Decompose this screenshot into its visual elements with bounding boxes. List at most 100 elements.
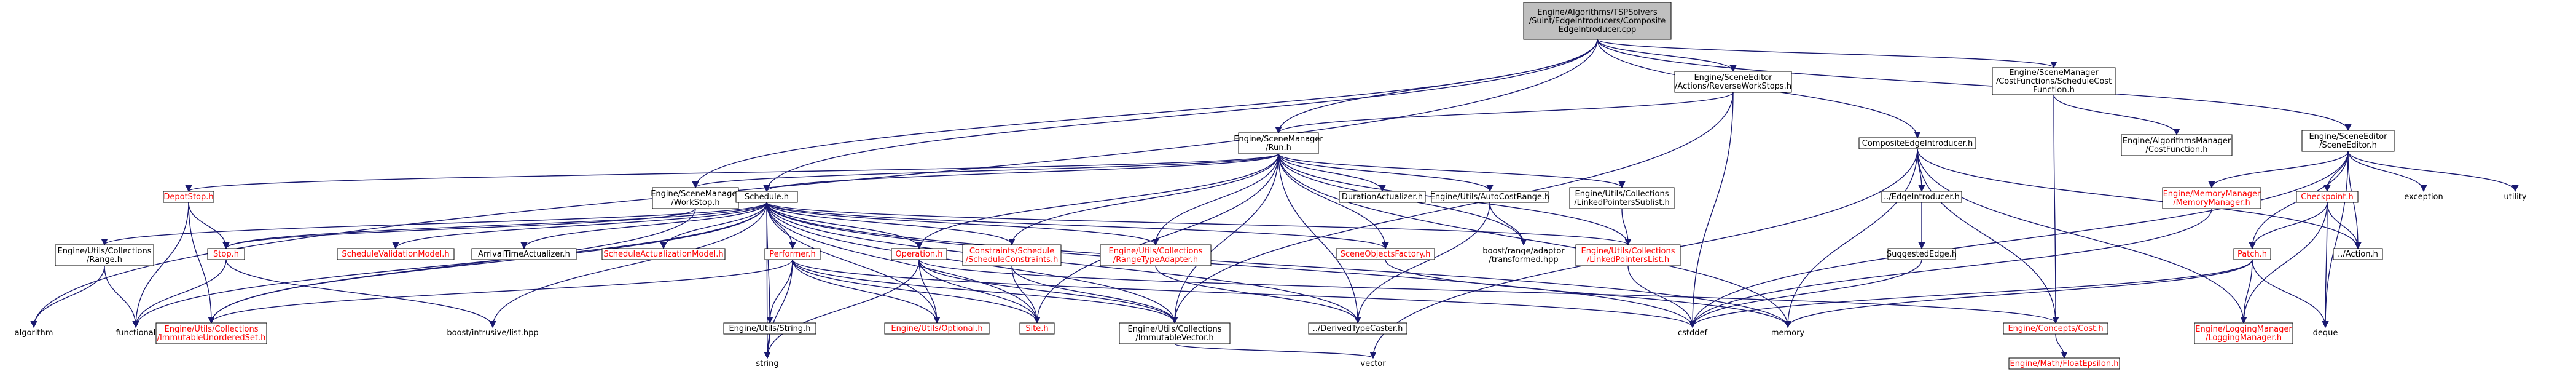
node-boosttrans: boost/range/adaptor/transformed.hpp bbox=[1482, 247, 1565, 265]
node-schedcostfn-label-1: /CostFunctions/ScheduleCost bbox=[1996, 77, 2112, 86]
node-deque: deque bbox=[2313, 328, 2338, 338]
edge-checkpoint-to-deque bbox=[2322, 202, 2329, 328]
node-linkedlist[interactable]: Engine/Utils/Collections/LinkedPointersL… bbox=[1575, 244, 1681, 266]
node-edgeintro-box bbox=[1881, 191, 1962, 203]
node-linkedlist-label-1: /LinkedPointersList.h bbox=[1587, 255, 1669, 265]
node-memory: memory bbox=[1771, 328, 1805, 338]
edge-operation-to-cost bbox=[918, 259, 2059, 324]
node-schedcostfn-box bbox=[1992, 67, 2116, 95]
node-rangetype[interactable]: Engine/Utils/Collections/RangeTypeAdapte… bbox=[1100, 244, 1212, 266]
node-action-box bbox=[2333, 248, 2383, 260]
edge-schedule-to-schedvalid bbox=[392, 202, 767, 250]
node-depotstop[interactable]: DepotStop.h bbox=[163, 191, 214, 203]
node-loggingmgr[interactable]: Engine/LoggingManager/LoggingManager.h bbox=[2194, 322, 2293, 344]
node-floatepsilon-label-0: Engine/Math/FloatEpsilon.h bbox=[2010, 359, 2119, 368]
node-root-box bbox=[1523, 2, 1672, 40]
node-durationact[interactable]: DurationActualizer.h bbox=[1339, 191, 1426, 203]
edge-root-to-schedcostfn bbox=[1597, 39, 2057, 69]
node-linkedlist-label-0: Engine/Utils/Collections bbox=[1581, 247, 1675, 256]
node-linkedsublist-label-0: Engine/Utils/Collections bbox=[1575, 189, 1669, 199]
node-suggestededge-box bbox=[1887, 248, 1956, 260]
node-deque-label-0: deque bbox=[2313, 328, 2338, 338]
node-enginestring[interactable]: Engine/Utils/String.h bbox=[723, 322, 816, 335]
edge-run-to-operation bbox=[915, 153, 1279, 250]
node-edgeintro[interactable]: ../EdgeIntroducer.h bbox=[1881, 191, 1962, 203]
node-autocost-box bbox=[1431, 191, 1549, 203]
node-sceneeditor-box bbox=[2301, 130, 2395, 152]
node-performer-label-0: Performer.h bbox=[769, 250, 816, 259]
node-composite-label-0: CompositeEdgeIntroducer.h bbox=[1862, 139, 1973, 148]
node-action[interactable]: ../Action.h bbox=[2333, 248, 2383, 260]
node-constraints[interactable]: Constraints/Schedule/ScheduleConstraints… bbox=[962, 244, 1062, 266]
node-unordset-label-0: Engine/Utils/Collections bbox=[165, 325, 259, 334]
node-performer[interactable]: Performer.h bbox=[764, 248, 821, 260]
edge-schedule-to-cstddef bbox=[766, 202, 1696, 328]
node-unordset[interactable]: Engine/Utils/Collections/ImmutableUnorde… bbox=[155, 322, 267, 344]
node-schedvalid-box bbox=[337, 248, 455, 260]
node-schedule[interactable]: Schedule.h bbox=[735, 191, 798, 203]
node-operation[interactable]: Operation.h bbox=[891, 248, 947, 260]
node-performer-box bbox=[764, 248, 821, 260]
node-vector: vector bbox=[1360, 359, 1386, 368]
node-stop[interactable]: Stop.h bbox=[207, 248, 245, 260]
node-vector-label-0: vector bbox=[1360, 359, 1386, 368]
node-schedule-box bbox=[735, 191, 798, 203]
node-floatepsilon-box bbox=[2008, 357, 2120, 370]
node-root-label-0: Engine/Algorithms/TSPSolvers bbox=[1537, 8, 1658, 17]
edge-autocost-to-derivedtype bbox=[1354, 202, 1490, 324]
edge-schedule-to-optional bbox=[766, 202, 941, 324]
node-immvector-label-1: /ImmutableVector.h bbox=[1135, 333, 1213, 343]
edge-schedule-to-memory bbox=[766, 202, 1791, 328]
edge-run-to-linkedsublist bbox=[1278, 153, 1626, 189]
edge-root-to-schedule bbox=[763, 39, 1598, 193]
node-patch-box bbox=[2233, 248, 2271, 260]
node-arrivaltime[interactable]: ArrivalTimeActualizer.h bbox=[471, 248, 577, 260]
node-cost[interactable]: Engine/Concepts/Cost.h bbox=[2003, 322, 2108, 335]
node-linkedsublist-label-1: /LinkedPointersSublist.h bbox=[1574, 198, 1669, 207]
node-reverse-box bbox=[1674, 71, 1792, 93]
edge-range-to-functional bbox=[104, 265, 139, 328]
node-sceneeditor[interactable]: Engine/SceneEditor/SceneEditor.h bbox=[2301, 130, 2395, 152]
edge-run-to-sceneobjfactory bbox=[1278, 153, 1389, 250]
node-range[interactable]: Engine/Utils/Collections/Range.h bbox=[55, 244, 154, 266]
node-schedactual[interactable]: ScheduleActualizationModel.h bbox=[601, 248, 726, 260]
node-checkpoint-label-0: Checkpoint.h bbox=[2301, 193, 2354, 202]
node-sceneobjfactory[interactable]: SceneObjectsFactory.h bbox=[1336, 248, 1435, 260]
node-optional[interactable]: Engine/Utils/Optional.h bbox=[884, 322, 990, 335]
node-autocost[interactable]: Engine/Utils/AutoCostRange.h bbox=[1430, 191, 1550, 203]
node-schedcostfn[interactable]: Engine/SceneManager/CostFunctions/Schedu… bbox=[1992, 67, 2116, 95]
node-functional: functional bbox=[116, 328, 156, 338]
edges-layer bbox=[30, 39, 2519, 359]
node-workstop[interactable]: Engine/SceneManager/WorkStop.h bbox=[651, 187, 740, 209]
node-costfunction[interactable]: Engine/AlgorithmsManager/CostFunction.h bbox=[2121, 134, 2233, 156]
node-composite[interactable]: CompositeEdgeIntroducer.h bbox=[1858, 137, 1976, 149]
node-floatepsilon[interactable]: Engine/Math/FloatEpsilon.h bbox=[2008, 357, 2120, 370]
node-derivedtype[interactable]: ../DerivedTypeCaster.h bbox=[1308, 322, 1407, 335]
node-schedvalid-label-0: ScheduleValidationModel.h bbox=[342, 250, 449, 259]
node-patch[interactable]: Patch.h bbox=[2233, 248, 2271, 260]
node-siteh[interactable]: Site.h bbox=[1019, 322, 1055, 335]
node-linkedsublist-box bbox=[1569, 187, 1675, 209]
node-memorymgr[interactable]: Engine/MemoryManager/MemoryManager.h bbox=[2162, 187, 2261, 209]
node-suggestededge[interactable]: SuggestedEdge.h bbox=[1887, 248, 1957, 260]
node-reverse[interactable]: Engine/SceneEditor/Actions/ReverseWorkSt… bbox=[1674, 71, 1792, 93]
node-constraints-box bbox=[962, 244, 1062, 266]
node-optional-box bbox=[884, 322, 990, 335]
node-depotstop-label-0: DepotStop.h bbox=[163, 193, 213, 202]
edge-schedule-to-sceneobjfactory bbox=[766, 202, 1389, 250]
node-checkpoint[interactable]: Checkpoint.h bbox=[2296, 191, 2359, 203]
node-run[interactable]: Engine/SceneManager/Run.h bbox=[1234, 132, 1323, 154]
edge-run-to-immvector bbox=[1171, 153, 1279, 324]
node-immvector[interactable]: Engine/Utils/Collections/ImmutableVector… bbox=[1119, 322, 1231, 344]
node-operation-label-0: Operation.h bbox=[895, 250, 942, 259]
node-arrivaltime-label-0: ArrivalTimeActualizer.h bbox=[478, 250, 570, 259]
edge-suggestededge-to-cstddef bbox=[1689, 259, 1922, 328]
edge-checkpoint-to-patch bbox=[2249, 202, 2328, 250]
edge-schedule-to-operation bbox=[766, 202, 923, 250]
edge-schedule-to-functional bbox=[132, 202, 767, 328]
node-linkedsublist[interactable]: Engine/Utils/Collections/LinkedPointersS… bbox=[1569, 187, 1675, 209]
edge-schedule-to-constraints bbox=[766, 202, 1016, 246]
node-schedvalid[interactable]: ScheduleValidationModel.h bbox=[337, 248, 455, 260]
node-cost-box bbox=[2003, 322, 2108, 335]
node-costfunction-box bbox=[2121, 134, 2233, 156]
